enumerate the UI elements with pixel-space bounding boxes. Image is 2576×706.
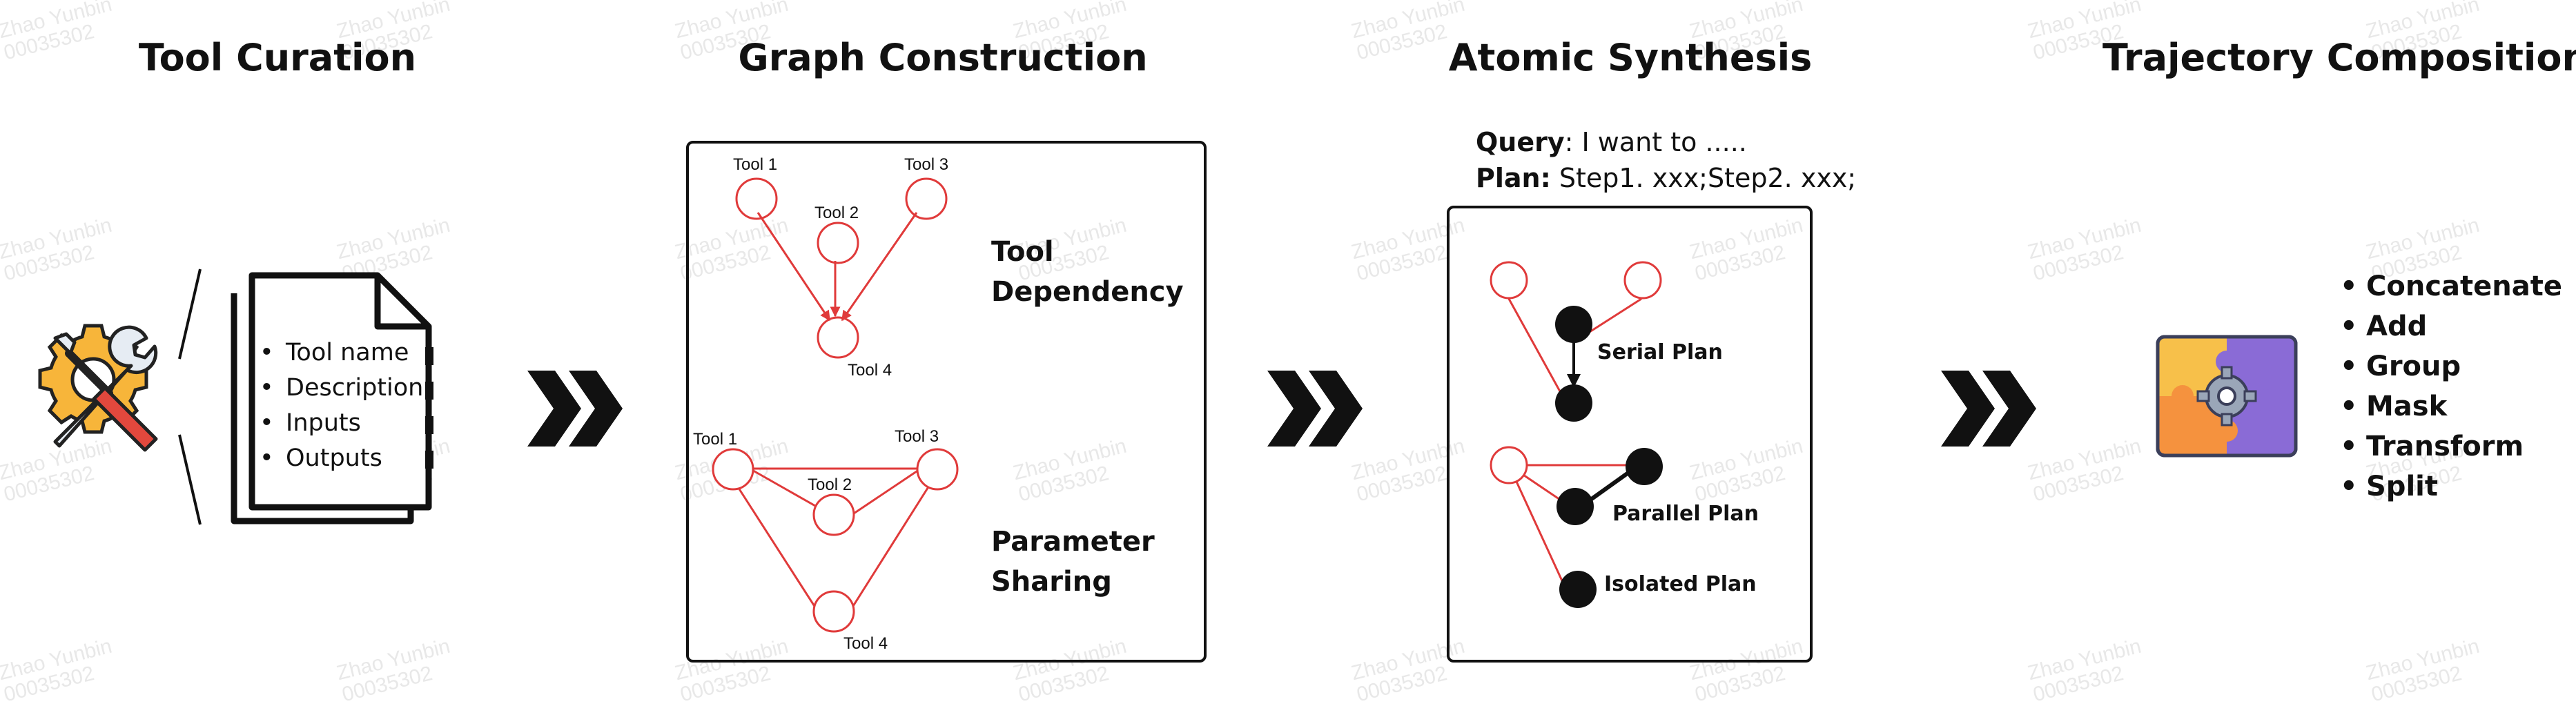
watermark-text: Zhao Yunbin 00035302: [2025, 213, 2144, 286]
graph-label: Dependency: [991, 276, 1184, 308]
node-label: Tool 4: [848, 361, 892, 380]
tool-field-list: Tool name Description Inputs Outputs: [255, 335, 423, 476]
plan-label: Isolated Plan: [1604, 572, 1757, 596]
gear-wrench-icon: [38, 324, 158, 452]
node-label: Tool 4: [843, 634, 888, 653]
atomic-synthesis-panel: [1447, 206, 1813, 663]
tool-field-item: Outputs: [255, 441, 423, 476]
sharing-edge: [845, 485, 930, 618]
graph-label: Sharing: [991, 566, 1112, 598]
graph-construction-panel: [686, 141, 1207, 663]
tool-node: [812, 493, 855, 536]
node-label: Tool 3: [895, 427, 939, 446]
plan-key: Plan:: [1476, 163, 1551, 193]
watermark-text: Zhao Yunbin 00035302: [0, 634, 115, 706]
tool-field-item: Description: [255, 371, 423, 406]
tool-node: [1490, 446, 1528, 484]
gear-icon: [2196, 366, 2257, 426]
sharing-edge: [851, 467, 921, 516]
node-label: Tool 1: [693, 430, 737, 449]
watermark-text: Zhao Yunbin 00035302: [2025, 434, 2144, 507]
bracket-lines: [178, 268, 202, 525]
query-text: : I want to .....: [1564, 127, 1747, 157]
plan-label: Parallel Plan: [1612, 502, 1759, 526]
tool-field-item: Tool name: [255, 335, 423, 371]
plan-edge: [1507, 298, 1565, 400]
plan-diagrams: Serial Plan Parallel Plan Isolated Plan: [1490, 261, 1759, 608]
composition-op-item: Group: [2336, 346, 2562, 386]
composition-op-item: Concatenate: [2336, 266, 2562, 306]
query-key: Query: [1476, 127, 1565, 157]
tool-node: [812, 590, 855, 633]
composition-op-item: Add: [2336, 306, 2562, 346]
watermark-text: Zhao Yunbin 00035302: [0, 0, 115, 65]
stage-title-trajectory-composition: Trajectory Composition: [2102, 36, 2576, 79]
query-line: Query: I want to .....: [1476, 124, 1747, 160]
tool-field-item: Inputs: [255, 406, 423, 441]
double-chevron-right-icon: [1941, 371, 2036, 447]
selected-tool-node: [1559, 571, 1597, 608]
plan-edge: [1581, 297, 1642, 338]
graph-label: Parameter: [991, 526, 1155, 558]
tool-node: [712, 448, 754, 491]
double-chevron-right-icon: [1267, 371, 1363, 447]
plan-edge: [1507, 464, 1565, 586]
selected-tool-node: [1557, 488, 1594, 525]
sharing-edge: [736, 485, 823, 618]
node-label: Tool 3: [904, 155, 948, 174]
dependency-edge: [757, 212, 831, 322]
tool-node: [817, 316, 859, 359]
puzzle-gear-icon: [2156, 335, 2298, 458]
selected-tool-node: [1626, 448, 1663, 485]
stage-title-atomic-synthesis: Atomic Synthesis: [1448, 36, 1813, 79]
tool-node: [735, 177, 778, 220]
plan-line: Plan: Step1. xxx;Step2. xxx;: [1476, 160, 1856, 196]
watermark-text: Zhao Yunbin 00035302: [334, 634, 453, 706]
tool-node: [1490, 261, 1528, 300]
composition-op-list: Concatenate Add Group Mask Transform Spl…: [2336, 266, 2562, 507]
tool-node: [817, 222, 859, 264]
composition-op-item: Transform: [2336, 426, 2562, 467]
selected-tool-node: [1555, 384, 1592, 422]
composition-op-item: Mask: [2336, 386, 2562, 426]
stage-title-tool-curation: Tool Curation: [138, 36, 417, 79]
selected-tool-node: [1555, 306, 1592, 343]
watermark-text: Zhao Yunbin 00035302: [2025, 634, 2144, 706]
stage-title-graph-construction: Graph Construction: [738, 36, 1148, 79]
double-chevron-right-icon: [527, 371, 623, 447]
composition-op-item: Split: [2336, 467, 2562, 507]
watermark-text: Zhao Yunbin 00035302: [2363, 634, 2482, 706]
tool-graph-diagrams: Tool 1 Tool 2 Tool 3 Tool 4 Tool 1 Tool …: [693, 155, 1184, 653]
tool-node: [905, 177, 948, 220]
node-label: Tool 2: [808, 475, 852, 494]
plan-text: Step1. xxx;Step2. xxx;: [1550, 163, 1857, 193]
node-label: Tool 2: [814, 204, 859, 222]
plan-label: Serial Plan: [1597, 340, 1723, 364]
tool-node: [1623, 261, 1662, 300]
node-label: Tool 1: [733, 155, 777, 174]
plan-edge: [1583, 467, 1635, 506]
graph-label: Tool: [991, 236, 1054, 268]
tool-node: [916, 448, 959, 491]
dependency-edge: [841, 212, 918, 322]
watermark-text: Zhao Yunbin 00035302: [0, 213, 115, 286]
